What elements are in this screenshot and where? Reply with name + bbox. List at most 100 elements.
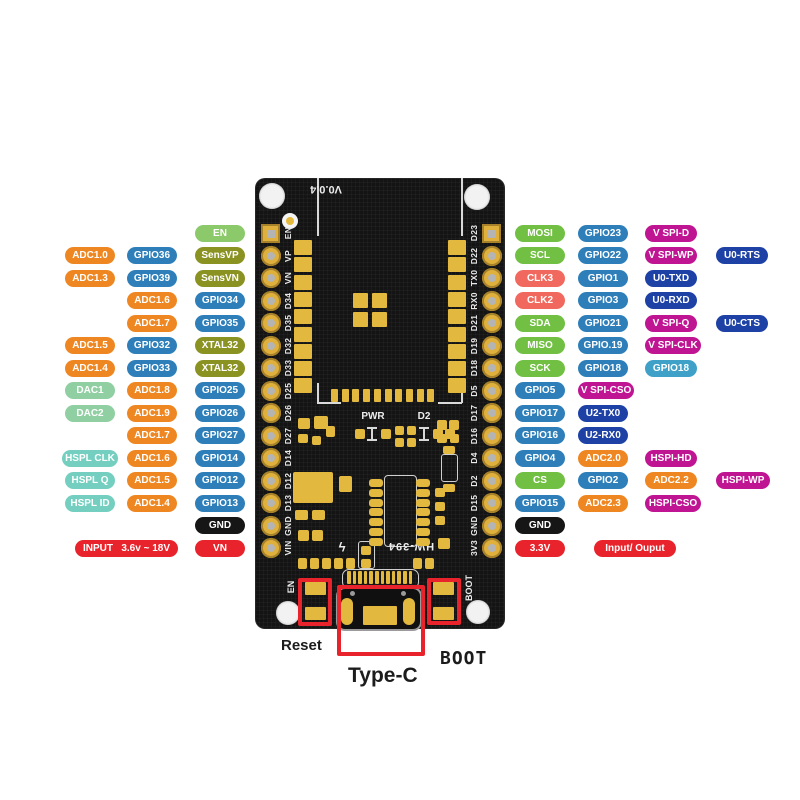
through-hole-pad-hole xyxy=(267,274,275,282)
antenna-pad xyxy=(372,312,387,327)
smd-pad xyxy=(298,530,309,541)
module-castellated-pad xyxy=(448,309,466,325)
through-hole-pad-hole xyxy=(267,386,275,395)
led-silk xyxy=(367,439,377,441)
usb-pin-pad xyxy=(386,571,390,584)
pin-function-chip: GND xyxy=(195,517,245,534)
ic-pad xyxy=(369,498,383,507)
pin-function-chip: GPIO12 xyxy=(195,472,245,489)
power-led-core xyxy=(286,217,294,225)
module-castellated-pad xyxy=(416,389,424,402)
module-castellated-pad xyxy=(294,378,312,394)
pin-function-chip: GPIO.19 xyxy=(578,337,628,354)
component-outline xyxy=(441,454,458,482)
pin-function-chip: GPIO5 xyxy=(515,382,565,399)
module-castellated-pad xyxy=(373,389,381,402)
ic-pad xyxy=(369,479,383,487)
ic-pad xyxy=(369,528,383,536)
smd-pad xyxy=(437,434,447,443)
through-hole-pad-hole xyxy=(488,230,496,238)
through-hole-pad-hole xyxy=(488,251,496,260)
pin-function-chip: ADC2.2 xyxy=(645,472,697,489)
smd-pad xyxy=(438,538,450,549)
usb-screw xyxy=(401,591,406,596)
reset-button-pad xyxy=(305,582,326,595)
pin-function-chip: ADC1.5 xyxy=(65,337,115,354)
module-castellated-pad xyxy=(294,257,312,273)
smd-pad xyxy=(312,436,321,445)
usb-pin-pad xyxy=(380,571,385,584)
pcb-board: V0.0.4 PWR D2 HW-394 ϟ xyxy=(255,178,505,631)
usb-contact xyxy=(403,598,415,625)
smd-pad xyxy=(395,438,404,447)
through-hole-pad-hole xyxy=(488,454,496,462)
pin-function-chip: GPIO3 xyxy=(578,292,628,309)
usb-pin-pad xyxy=(397,571,401,584)
smd-pad xyxy=(435,502,445,511)
pin-function-chip: ADC2.3 xyxy=(578,494,628,512)
type-c-annotation: Type-C xyxy=(348,664,418,687)
pin-function-chip: U0-TXD xyxy=(645,269,697,287)
module-castellated-pad xyxy=(294,361,312,377)
module-castellated-pad xyxy=(448,240,466,255)
pin-function-chip: 3.3V xyxy=(515,539,565,557)
usb-contact xyxy=(341,598,353,625)
through-hole-pad-hole xyxy=(267,251,275,260)
boot-annotation: BOOT xyxy=(440,648,488,669)
reset-annotation: Reset xyxy=(281,637,322,654)
pin-function-chip: SDA xyxy=(515,314,565,332)
usb-tongue-pad xyxy=(363,606,397,625)
ic-pad xyxy=(369,488,383,497)
usb-pin-pad xyxy=(391,571,396,584)
pin-function-chip: CLK3 xyxy=(515,269,565,287)
smd-pad xyxy=(310,558,319,569)
pin-function-chip: GPIO18 xyxy=(578,359,628,377)
smd-pad xyxy=(361,546,371,555)
pin-function-chip: MOSI xyxy=(515,224,565,242)
module-castellated-pad xyxy=(294,326,312,342)
pin-function-chip: CS xyxy=(515,472,565,489)
pin-function-chip: GPIO22 xyxy=(578,247,628,264)
usb-pin-pad xyxy=(358,571,362,584)
pin-function-chip: U2-TX0 xyxy=(578,404,628,422)
pin-function-chip: U0-RTS xyxy=(716,247,768,264)
pin-function-chip: ADC1.6 xyxy=(127,449,177,467)
component-outline xyxy=(358,541,375,569)
module-castellated-pad xyxy=(352,389,360,402)
pin-function-chip: GPIO34 xyxy=(195,292,245,309)
antenna-pad xyxy=(372,293,387,308)
type-c-highlight xyxy=(337,585,425,656)
smd-pad xyxy=(361,559,371,568)
led-silk xyxy=(419,439,429,441)
through-hole-pad-hole xyxy=(488,499,496,507)
pin-function-chip: SCK xyxy=(515,359,565,377)
pin-function-chip: ADC1.3 xyxy=(65,269,115,287)
smd-pad xyxy=(298,418,310,429)
silkscreen-line xyxy=(438,402,462,404)
through-hole-pad-hole xyxy=(267,319,275,327)
pin-function-chip: GPIO27 xyxy=(195,427,245,444)
ic-pad xyxy=(369,537,383,546)
pin-function-chip: ADC1.4 xyxy=(65,359,115,377)
pin-function-chip: SensVN xyxy=(195,269,245,287)
pin-function-chip: DAC2 xyxy=(65,404,115,422)
pin-function-chip: GPIO26 xyxy=(195,404,245,422)
module-castellated-pad xyxy=(294,309,312,325)
mounting-hole xyxy=(259,183,285,209)
pin-function-chip: ADC1.9 xyxy=(127,404,177,422)
ic-pad xyxy=(416,537,430,546)
pin-function-chip: XTAL32 xyxy=(195,337,245,354)
through-hole-pad-hole xyxy=(488,386,496,395)
usb-pin-pad xyxy=(363,571,368,584)
mounting-hole xyxy=(464,184,490,210)
pin-function-chip: GPIO36 xyxy=(127,247,177,264)
through-hole-pad-hole xyxy=(488,544,496,552)
through-hole-pad-hole xyxy=(267,476,275,485)
silkscreen-line xyxy=(317,178,319,236)
smd-pad xyxy=(295,510,308,520)
smd-pad xyxy=(443,446,455,454)
smd-pad xyxy=(435,488,445,497)
module-castellated-pad xyxy=(294,240,312,255)
